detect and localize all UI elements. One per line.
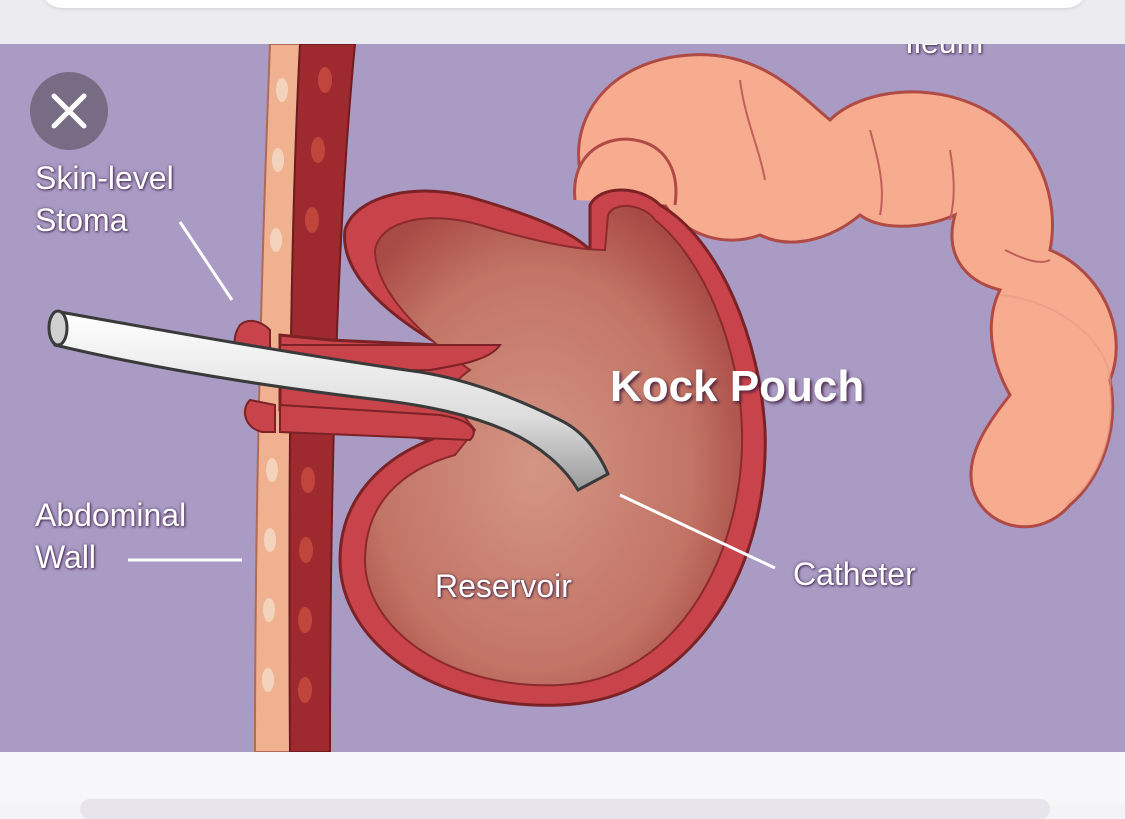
stoma-label-line2: Stoma bbox=[35, 202, 128, 238]
browser-top-bar bbox=[0, 0, 1125, 44]
address-bar[interactable] bbox=[40, 0, 1088, 8]
close-button[interactable] bbox=[30, 72, 108, 150]
ileum-label: Ileum bbox=[905, 44, 983, 62]
catheter bbox=[47, 309, 610, 492]
close-icon bbox=[51, 93, 87, 129]
pointer-lines bbox=[128, 221, 776, 570]
stoma-label-line1: Skin-level bbox=[35, 160, 174, 196]
wall-label-line1: Abdominal bbox=[35, 497, 187, 533]
wall-label-line2: Wall bbox=[35, 539, 97, 575]
bottom-toolbar-edge bbox=[80, 799, 1050, 819]
image-viewer: Ileum Skin-level Stoma Abdominal Wall Ko… bbox=[0, 44, 1125, 752]
intestine bbox=[573, 53, 1118, 529]
catheter-label: Catheter bbox=[793, 556, 916, 592]
kock-pouch-diagram bbox=[47, 44, 1118, 752]
bottom-bar bbox=[0, 752, 1125, 805]
reservoir-label: Reservoir bbox=[435, 568, 572, 604]
diagram-title: Kock Pouch bbox=[610, 362, 865, 411]
